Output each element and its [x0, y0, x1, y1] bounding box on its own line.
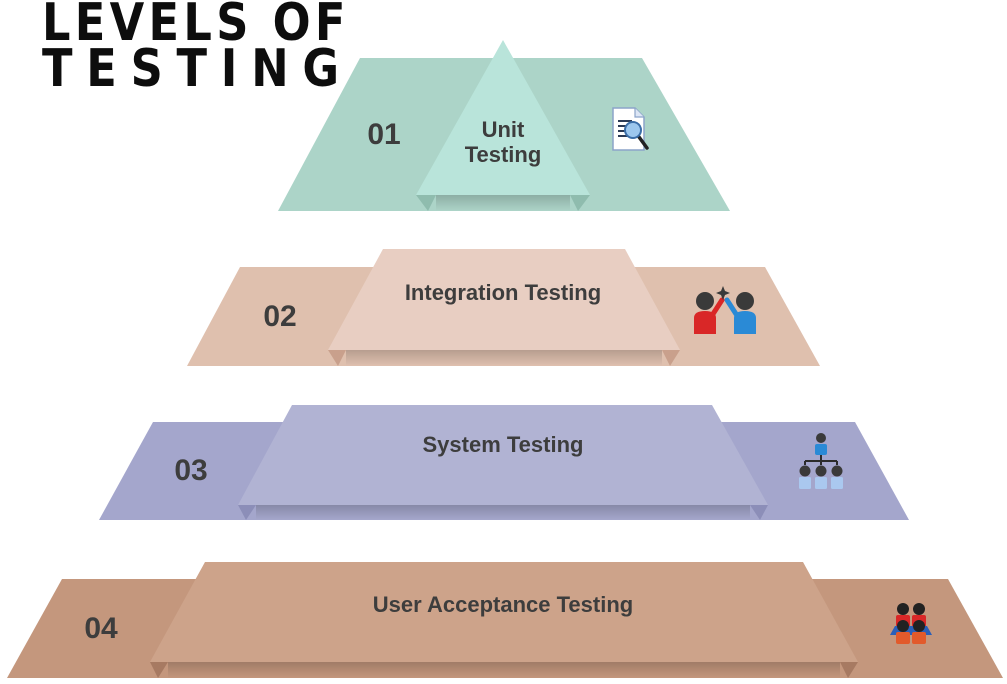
- leader-head: [816, 433, 826, 443]
- person-left-head: [696, 292, 714, 310]
- member-head: [897, 620, 909, 632]
- member-body: [815, 477, 827, 489]
- document-corner: [634, 108, 644, 118]
- level-fold-left: [238, 505, 256, 520]
- member-head: [831, 465, 843, 477]
- level-02: 02 Integration Testing: [187, 249, 820, 366]
- magnifier-lens: [624, 121, 642, 139]
- person-left-arm: [710, 297, 725, 317]
- level-shadow: [256, 505, 750, 520]
- level-label-line: Integration Testing: [405, 280, 601, 305]
- level-number: 02: [263, 300, 296, 333]
- document-search-icon: [612, 107, 649, 151]
- level-label-line: System Testing: [423, 432, 584, 457]
- person-left-body: [694, 311, 716, 334]
- level-label-line: Unit: [482, 117, 525, 142]
- level-04: 04 User Acceptance Testing: [7, 562, 1003, 678]
- person-right-head: [736, 292, 754, 310]
- page-title-line-1: LEVELS OF: [42, 0, 350, 53]
- level-label: User Acceptance Testing: [373, 592, 633, 617]
- document-line: [618, 120, 632, 122]
- level-shadow: [346, 350, 662, 366]
- leader-body: [815, 444, 827, 455]
- level-number: 04: [84, 612, 118, 645]
- member-body: [831, 477, 843, 489]
- level-shadow: [436, 195, 570, 211]
- member-head: [815, 465, 827, 477]
- team-highfive-icon: [694, 286, 756, 334]
- level-number: 01: [367, 118, 400, 151]
- member-head: [913, 603, 925, 615]
- member-body: [799, 477, 811, 489]
- level-front-panel: [238, 405, 768, 505]
- level-fold-right: [662, 350, 680, 366]
- member-head: [913, 620, 925, 632]
- level-label: Integration Testing: [405, 280, 601, 305]
- member-head: [799, 465, 811, 477]
- level-front-panel: [416, 40, 590, 195]
- person-right-body: [734, 311, 756, 334]
- person-right-arm: [724, 297, 739, 317]
- level-front-panel: [328, 249, 680, 350]
- document-line: [618, 125, 628, 127]
- member-head: [897, 603, 909, 615]
- magnifier-handle: [637, 135, 649, 150]
- level-fold-right: [750, 505, 768, 520]
- level-label: System Testing: [423, 432, 584, 457]
- level-front-panel: [150, 562, 858, 662]
- level-fold-right: [570, 195, 590, 211]
- level-fold-left: [416, 195, 436, 211]
- page-title-line-2: TESTING: [42, 39, 353, 99]
- page-title: LEVELS OF TESTING: [42, 0, 353, 99]
- org-hierarchy-icon: [799, 433, 843, 489]
- level-03: 03 System Testing: [99, 405, 909, 520]
- member-body: [896, 632, 910, 644]
- level-shadow: [168, 662, 840, 678]
- org-connector-lines: [804, 455, 838, 465]
- document-line: [618, 135, 628, 137]
- user-group-icon: [890, 603, 932, 644]
- level-label-line: Testing: [465, 142, 542, 167]
- level-fold-left: [328, 350, 346, 366]
- member-body: [912, 632, 926, 644]
- level-fold-right: [840, 662, 858, 678]
- level-fold-left: [150, 662, 168, 678]
- sparkle: [716, 286, 730, 300]
- level-label-line: User Acceptance Testing: [373, 592, 633, 617]
- level-number: 03: [174, 454, 207, 487]
